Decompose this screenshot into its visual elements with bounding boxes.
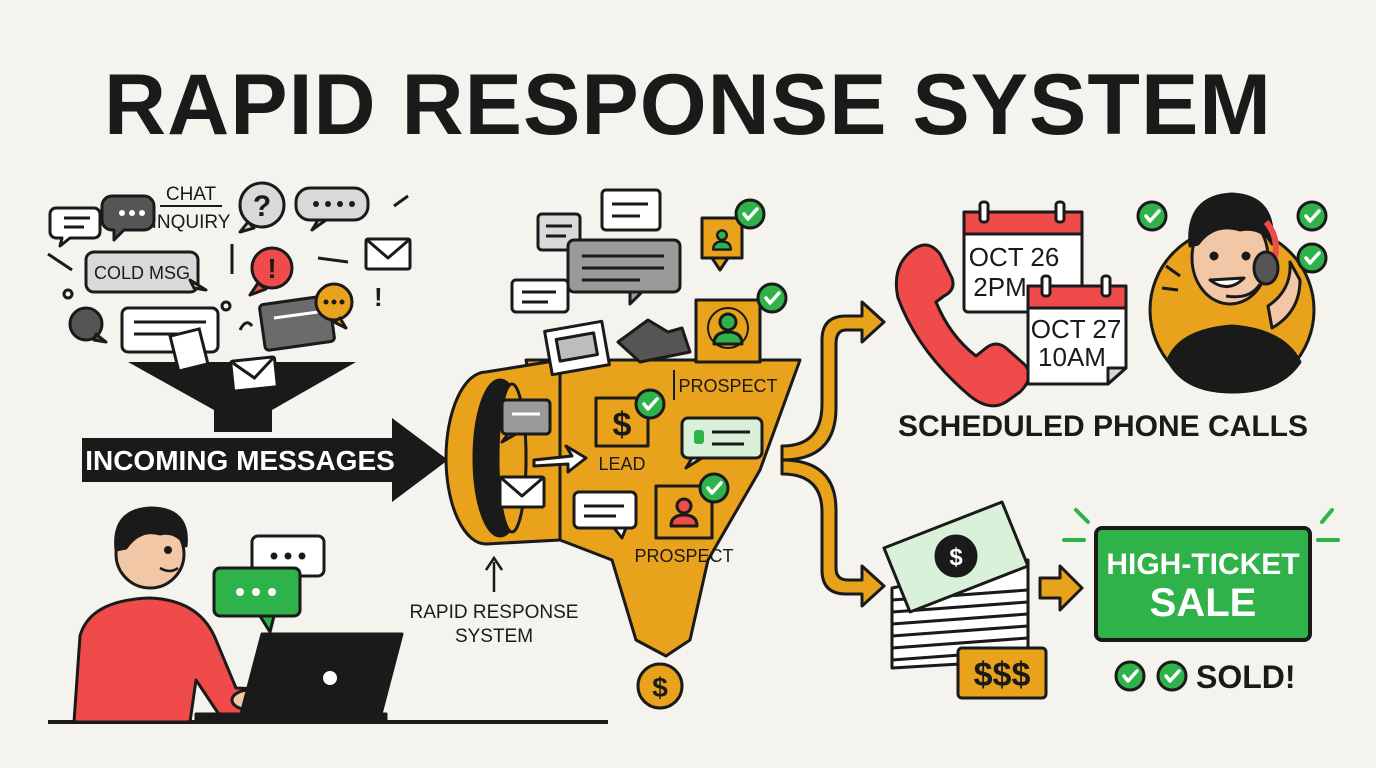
svg-text:OCT 26: OCT 26 bbox=[969, 242, 1060, 272]
svg-text:INCOMING MESSAGES: INCOMING MESSAGES bbox=[85, 445, 395, 476]
svg-text:!: ! bbox=[267, 253, 276, 284]
typing-bubble-icon bbox=[100, 194, 156, 242]
message-cloud: CHAT INQUIRY ? COLD MSG ! bbox=[47, 181, 412, 354]
prospect-top-label: PROSPECT bbox=[678, 376, 777, 396]
phone-icon bbox=[894, 243, 1031, 408]
gray-bubble-icon bbox=[258, 294, 336, 352]
system-caption: RAPID RESPONSE SYSTEM bbox=[410, 555, 579, 647]
support-agent bbox=[1148, 192, 1316, 394]
chat-label: CHAT bbox=[166, 184, 217, 205]
svg-text:$: $ bbox=[613, 406, 632, 444]
svg-text:?: ? bbox=[253, 190, 271, 223]
incoming-messages-arrow: INCOMING MESSAGES bbox=[82, 418, 448, 502]
dots-bubble-icon bbox=[294, 186, 370, 232]
scheduled-calls-label: SCHEDULED PHONE CALLS bbox=[898, 410, 1308, 443]
branch-arrows bbox=[780, 300, 886, 608]
question-bubble-icon: ? bbox=[238, 181, 286, 234]
cold-msg-bubble: COLD MSG bbox=[84, 250, 208, 294]
svg-text:SYSTEM: SYSTEM bbox=[455, 626, 533, 647]
svg-text:SOLD!: SOLD! bbox=[1196, 659, 1296, 695]
green-message-icon bbox=[680, 416, 764, 470]
inquiry-label: INQUIRY bbox=[152, 212, 231, 233]
money-stack: $ $$$ bbox=[882, 500, 1048, 700]
svg-text:$: $ bbox=[652, 672, 668, 703]
svg-text:SALE: SALE bbox=[1150, 581, 1257, 625]
sales-funnel: PROSPECT $ LEAD PROSPE bbox=[444, 188, 802, 710]
person-at-laptop bbox=[48, 506, 608, 724]
svg-text:2PM: 2PM bbox=[973, 272, 1026, 302]
orange-bubble-icon bbox=[314, 282, 354, 330]
svg-text:$$$: $$$ bbox=[974, 656, 1031, 694]
prospect-bottom-label: PROSPECT bbox=[634, 546, 733, 566]
chat-bubble-icon bbox=[48, 206, 102, 248]
page-title: RAPID RESPONSE SYSTEM bbox=[104, 57, 1272, 153]
scheduled-calls-group: OCT 26 2PM OCT 27 10AM bbox=[894, 192, 1328, 408]
alert-bubble-icon: ! bbox=[248, 246, 294, 297]
svg-text:RAPID RESPONSE: RAPID RESPONSE bbox=[410, 602, 579, 623]
cash-tag: $$$ bbox=[956, 646, 1048, 700]
green-typing-bubble-icon bbox=[212, 566, 302, 634]
prospect-bottom-avatar-icon bbox=[654, 484, 714, 540]
high-ticket-sale-badge: HIGH-TICKET SALE bbox=[1062, 508, 1340, 642]
svg-text:COLD MSG: COLD MSG bbox=[94, 263, 190, 283]
coin-icon: $ bbox=[636, 662, 684, 710]
envelope-icon bbox=[364, 237, 412, 271]
svg-text:$: $ bbox=[949, 544, 963, 571]
dark-bubble-icon bbox=[68, 306, 108, 344]
svg-text:HIGH-TICKET: HIGH-TICKET bbox=[1106, 548, 1299, 581]
lead-dollar-icon: $ bbox=[594, 396, 650, 448]
svg-text:OCT 27: OCT 27 bbox=[1031, 314, 1122, 344]
prospect-avatar-icon bbox=[700, 216, 744, 272]
sold-status: SOLD! bbox=[1114, 659, 1296, 695]
check-icon bbox=[734, 198, 766, 230]
lead-label: LEAD bbox=[598, 454, 645, 474]
svg-text:10AM: 10AM bbox=[1038, 342, 1106, 372]
calendar-oct-27: OCT 27 10AM bbox=[1026, 274, 1128, 386]
incoming-hopper bbox=[128, 327, 356, 432]
exclamation-mark: ! bbox=[374, 282, 383, 312]
sale-arrow bbox=[1038, 564, 1084, 612]
